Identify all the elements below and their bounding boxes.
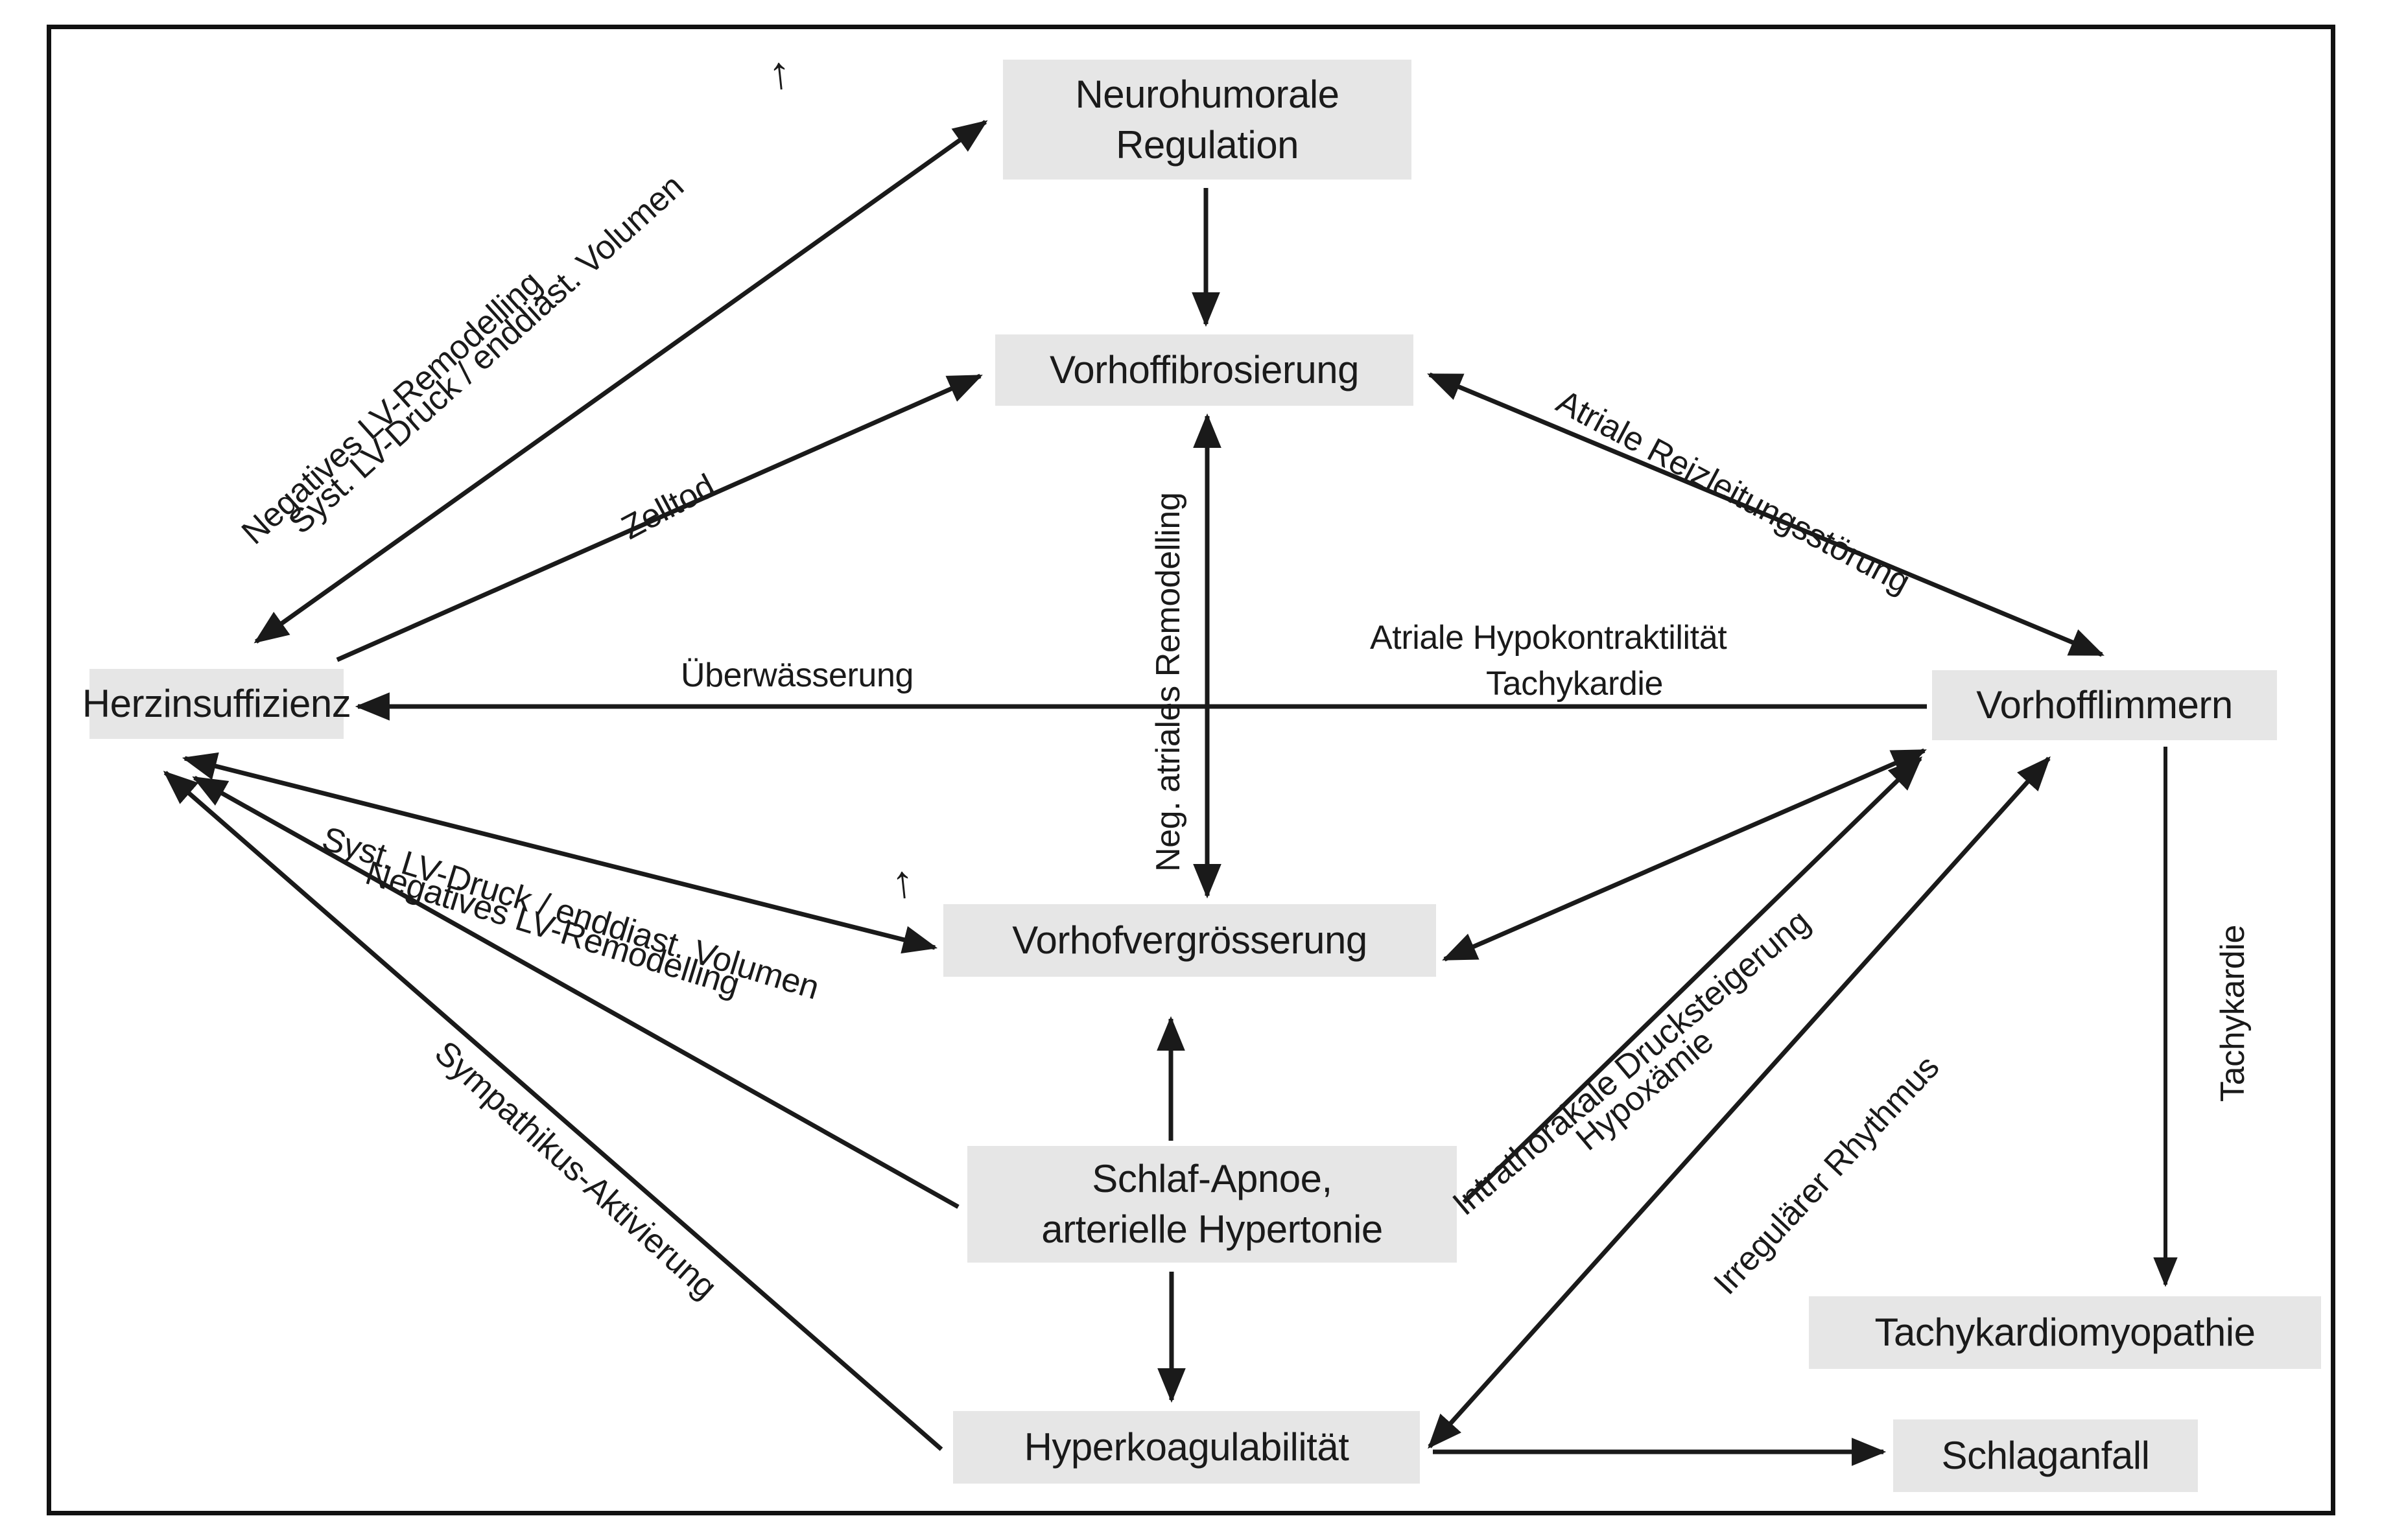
edge-herz-vorhofvergroesserung	[182, 752, 938, 954]
edge-vorhofvergroesserung-vorhofflimmern	[1442, 748, 1927, 962]
node-schlaganfall[interactable]: Schlaganfall	[1893, 1419, 2198, 1492]
node-vorhofflimmern[interactable]: Vorhofflimmern	[1932, 670, 2277, 740]
node-vorhoffibrosierung[interactable]: Vorhoffibrosierung	[995, 334, 1413, 406]
edge-vorhofflimmern-hyperkoagulabilitaet	[1428, 756, 2051, 1449]
edge-herz-hyperkoagulabilitaet	[163, 771, 943, 1451]
node-herzinsuffizienz[interactable]: Herzinsuffizienz	[82, 669, 351, 739]
node-hyperkoagulabilitaet[interactable]: Hyperkoagulabilität	[953, 1411, 1420, 1484]
edge-vorhofflimmern-vorhoffibrosierung	[1427, 372, 2105, 657]
node-tachykardiomyopathie[interactable]: Tachykardiomyopathie	[1809, 1296, 2321, 1369]
edge-schlafapnoe-herzinsuffizienz	[192, 775, 960, 1209]
node-neurohumorale-regulation[interactable]: Neurohumorale Regulation	[1003, 60, 1411, 180]
edge-herz-neurohumorale	[254, 120, 988, 644]
node-schlaf-apnoe-arterielle-hypertonie[interactable]: Schlaf-Apnoe, arterielle Hypertonie	[967, 1146, 1457, 1263]
edge-herz-vorhoffibrosierung	[336, 373, 983, 662]
node-vorhofvergroesserung[interactable]: Vorhofvergrösserung	[943, 904, 1436, 977]
